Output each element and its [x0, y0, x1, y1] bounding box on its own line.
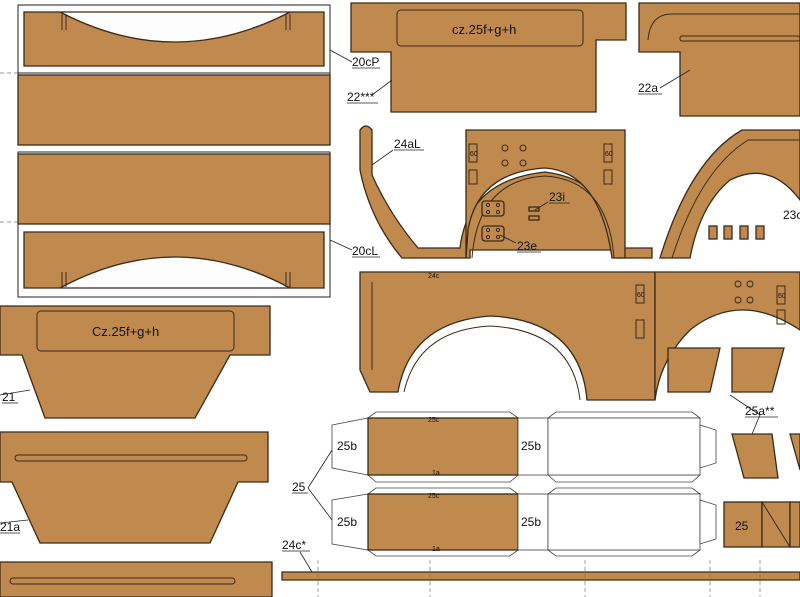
part-21a — [0, 431, 269, 544]
part-23c-arch — [659, 129, 800, 259]
label-23c: 23c — [783, 208, 800, 222]
text-1a: 1a — [432, 546, 440, 553]
part-25a — [667, 347, 800, 479]
text-60: 60 — [470, 151, 478, 158]
text-60: 60 — [637, 292, 645, 299]
text-25c: 25c — [428, 493, 440, 500]
label-24c: 24c — [428, 273, 440, 280]
label-25a: 25a** — [745, 404, 775, 418]
text-25b: 25b — [337, 515, 357, 529]
label-20cP: 20cP — [352, 55, 379, 69]
part-25-box — [723, 501, 800, 548]
net-25-lower — [331, 487, 717, 557]
label-23e: 23e — [517, 239, 537, 253]
label-20cL: 20cL — [352, 244, 378, 258]
part-22 — [350, 2, 627, 113]
text-25c: 25c — [428, 417, 440, 424]
label-22: 22*** — [347, 90, 375, 104]
part-22a — [638, 2, 800, 117]
part-20cL — [17, 151, 331, 298]
part-21 — [0, 305, 271, 419]
part-23e — [481, 200, 505, 242]
part-20cP — [17, 4, 331, 146]
text-25b: 25b — [521, 439, 541, 453]
text-cz-upper: cz.25f+g+h — [452, 22, 516, 37]
text-25b: 25b — [521, 515, 541, 529]
text-60: 60 — [605, 151, 613, 158]
part-partial — [0, 561, 273, 597]
part-24c-right — [654, 271, 800, 401]
text-60: 60 — [778, 293, 786, 300]
label-25-box: 25 — [735, 519, 749, 533]
part-23i — [528, 206, 540, 221]
part-24-arch — [465, 129, 626, 259]
label-22a: 22a — [638, 81, 658, 95]
text-cz-lower: Cz.25f+g+h — [92, 324, 159, 339]
part-24c — [359, 271, 656, 401]
label-24c-star: 24c* — [282, 538, 306, 552]
leader-lines — [0, 49, 761, 573]
net-25-upper — [331, 411, 717, 483]
text-25b: 25b — [337, 439, 357, 453]
label-23i: 23i — [549, 190, 565, 204]
label-21: 21 — [2, 390, 16, 404]
part-24c-star — [281, 560, 800, 597]
part-24aL — [359, 125, 653, 259]
text-1a: 1a — [432, 470, 440, 477]
label-21a: 21a — [0, 520, 20, 534]
label-24aL: 24aL — [394, 137, 421, 151]
label-25: 25 — [292, 480, 306, 494]
